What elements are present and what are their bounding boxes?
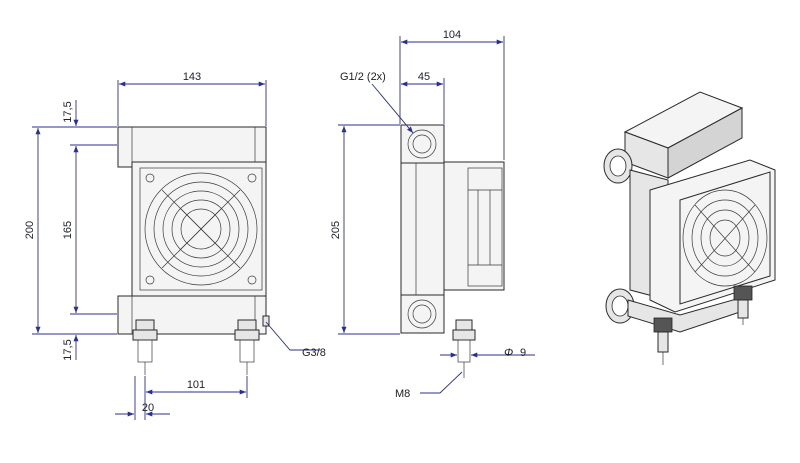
isometric-view: [603, 91, 776, 365]
iso-bolt-right: [733, 285, 753, 325]
dim-top-offset: 17,5: [62, 101, 74, 122]
front-fan-housing: [131, 161, 267, 299]
iso-fan-guard: [682, 189, 768, 287]
dim-front-height: 200: [24, 221, 36, 239]
right-mounting-bolt: [234, 319, 260, 375]
side-dimensions: 104 45 205 G1/2 (2x) Φ 9 M8: [330, 29, 535, 400]
dim-port-offset: 45: [418, 71, 430, 83]
dim-foot-spacing: 101: [187, 379, 205, 391]
dim-side-depth: 104: [443, 29, 461, 41]
side-bottom-port: [400, 294, 445, 334]
side-body: [400, 162, 445, 296]
label-m8: M8: [395, 388, 410, 400]
dim-side-height: 205: [330, 221, 342, 239]
dim-front-width: 143: [183, 71, 201, 83]
side-mounting-bolt: [452, 319, 476, 378]
dim-bottom-offset: 17,5: [62, 339, 74, 360]
label-phi: Φ: [504, 347, 513, 359]
side-top-port: [400, 124, 445, 164]
iso-bolt-left: [653, 317, 673, 365]
fan-guard: [144, 172, 258, 286]
label-g38: G3/8: [302, 347, 326, 359]
dim-front-inner-height: 165: [62, 221, 74, 239]
drain-port: [262, 315, 270, 327]
front-top-tank: [117, 126, 267, 168]
side-fan: [443, 161, 505, 291]
left-mounting-bolt: [132, 319, 158, 375]
label-hole-dim: 9: [520, 347, 526, 359]
front-view: [117, 126, 270, 375]
front-dimensions: 143 200 165 17,5 17,5 101 20 G3/8: [24, 71, 326, 420]
side-view: [400, 124, 505, 378]
label-g12: G1/2 (2x): [340, 71, 386, 83]
dim-foot-width: 20: [142, 402, 154, 414]
